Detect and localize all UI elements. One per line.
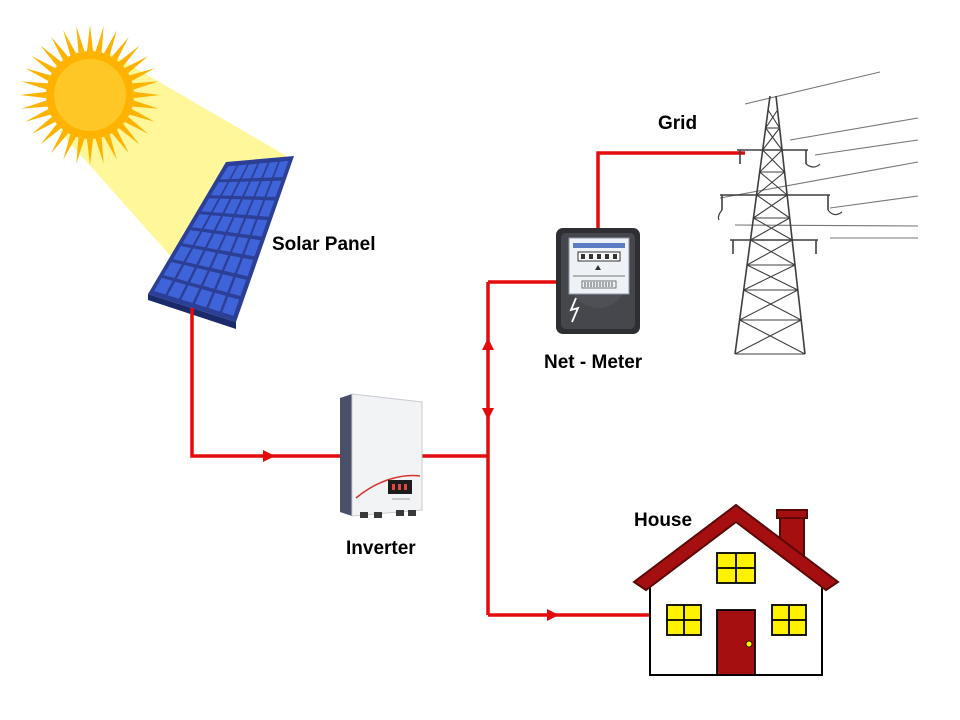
arrow-right-to-inverter — [263, 450, 275, 462]
inverter-label: Inverter — [346, 538, 416, 559]
sun-icon — [20, 25, 160, 165]
wire-meter-to-grid — [596, 151, 745, 228]
house-icon — [632, 503, 840, 676]
arrow-right-to-house — [547, 609, 559, 621]
grid-label: Grid — [658, 113, 698, 134]
house-label: House — [634, 510, 693, 531]
inverter-icon — [340, 393, 423, 518]
flow-arrows — [263, 338, 559, 621]
arrow-up-to-meter — [482, 338, 494, 350]
electric-meter-icon — [556, 228, 640, 334]
solar-panel-icon — [148, 156, 294, 329]
transmission-tower-icon — [717, 71, 919, 355]
wire-panel-to-inverter — [190, 308, 342, 458]
solar-panel-label: Solar Panel — [272, 234, 376, 255]
arrow-down-from-meter — [482, 408, 494, 420]
net-meter-label: Net - Meter — [544, 352, 643, 373]
power-lines — [719, 71, 919, 239]
wiring — [190, 151, 745, 617]
